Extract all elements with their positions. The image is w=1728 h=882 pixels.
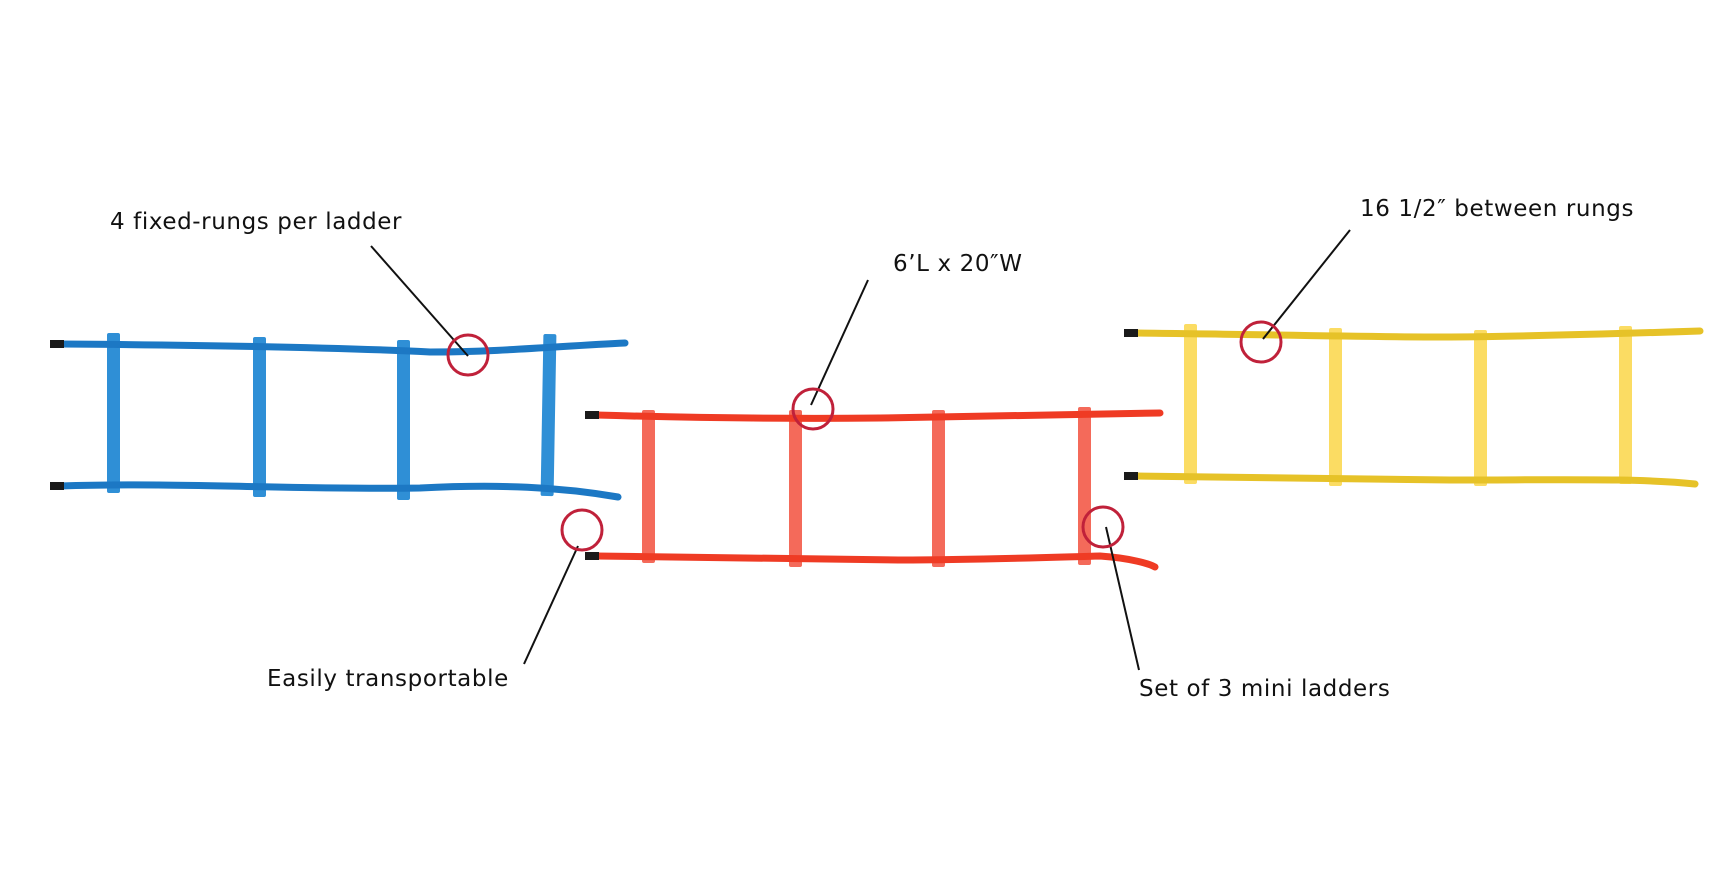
red-ladder-rung	[642, 410, 655, 563]
strap-tip	[1124, 472, 1138, 480]
strap-tip	[50, 482, 64, 490]
yellow-ladder-rung	[1619, 326, 1632, 484]
yellow-ladder	[1124, 324, 1704, 488]
leader-line-dimensions	[810, 279, 869, 406]
highlight-circle-set	[1081, 505, 1125, 549]
leader-line-rungs	[370, 245, 469, 357]
blue-ladder-rung	[540, 333, 557, 497]
blue-ladder-top-rail	[56, 339, 629, 356]
callout-set-of-ladders: Set of 3 mini ladders	[1139, 676, 1391, 702]
strap-tip	[1124, 329, 1138, 337]
strap-tip	[50, 340, 64, 348]
yellow-ladder-rung	[1329, 328, 1342, 486]
blue-ladder-rung	[253, 337, 266, 497]
highlight-circle-spacing	[1239, 320, 1283, 364]
callout-rung-spacing: 16 1/2″ between rungs	[1360, 196, 1635, 222]
blue-ladder-bottom-rail	[56, 481, 622, 501]
red-ladder-top-rail	[592, 409, 1164, 422]
red-ladder-rung	[932, 410, 945, 567]
yellow-ladder-top-rail	[1131, 327, 1704, 341]
strap-tip	[585, 411, 599, 419]
red-ladder-bottom-rail	[592, 552, 1159, 571]
yellow-ladder-rung	[1474, 330, 1487, 486]
yellow-ladder-bottom-rail	[1131, 472, 1699, 488]
callout-fixed-rungs: 4 fixed-rungs per ladder	[110, 209, 403, 235]
callout-dimensions: 6’L x 20″W	[893, 251, 1023, 277]
highlight-circle-rungs	[446, 333, 490, 377]
highlight-circle-transportable	[560, 508, 604, 552]
blue-ladder	[50, 333, 629, 501]
callout-leaders	[370, 229, 1351, 671]
highlight-circle-dimensions	[791, 387, 835, 431]
blue-ladder-rung	[107, 333, 120, 493]
highlight-circles	[446, 320, 1283, 552]
callout-transportable: Easily transportable	[267, 666, 509, 692]
yellow-ladder-rung	[1184, 324, 1197, 484]
strap-tip	[585, 552, 599, 560]
red-ladder	[585, 407, 1164, 571]
blue-ladder-rung	[397, 340, 410, 500]
red-ladder-rung	[1078, 407, 1091, 565]
leader-line-set	[1105, 526, 1140, 671]
leader-line-transportable	[523, 545, 579, 665]
red-ladder-rung	[789, 410, 802, 567]
leader-line-spacing	[1262, 229, 1351, 340]
